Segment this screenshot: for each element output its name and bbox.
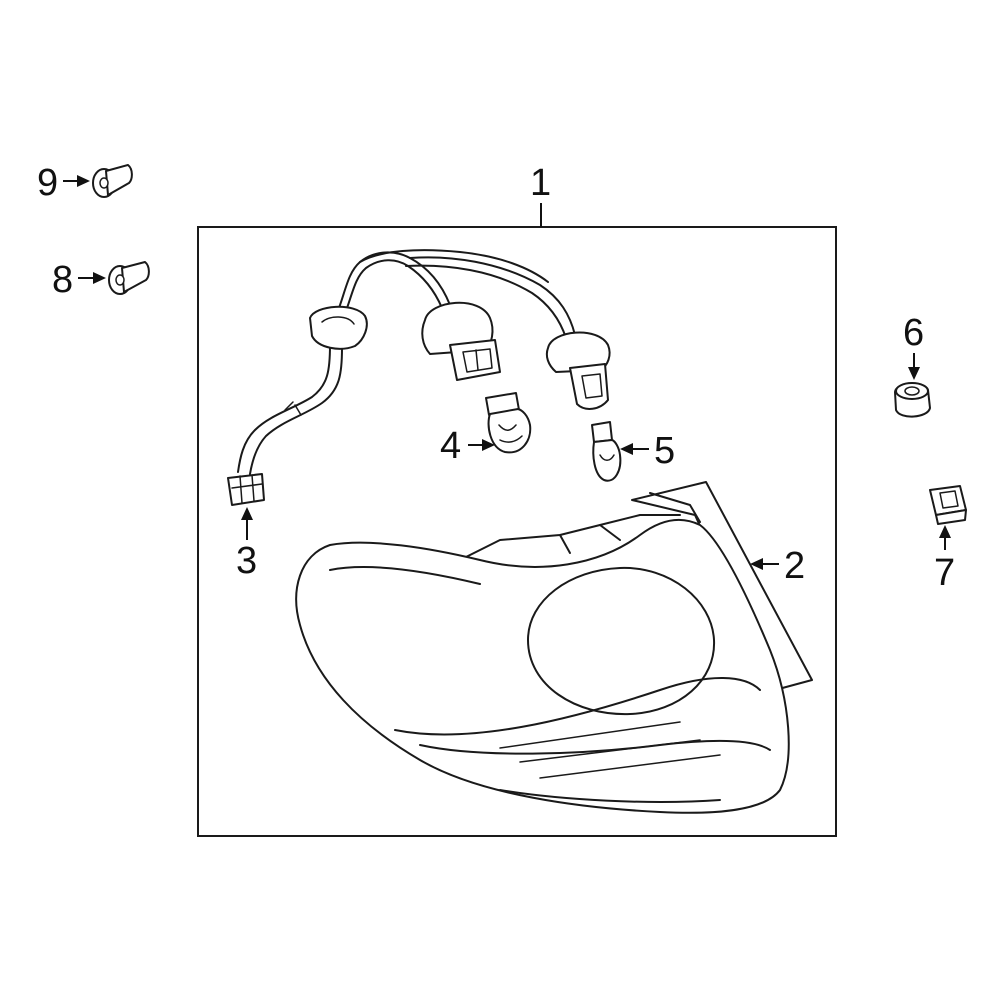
callout-6[interactable]: 6 — [903, 312, 924, 380]
callout-1[interactable]: 1 — [530, 162, 551, 227]
callout-5[interactable]: 5 — [620, 430, 675, 472]
tail-lamp-housing — [295, 481, 813, 814]
callout-9-label: 9 — [37, 162, 58, 204]
callout-2-label: 2 — [784, 545, 805, 587]
callout-8[interactable]: 8 — [52, 259, 106, 301]
clip-7 — [929, 485, 967, 525]
assembly-frame — [197, 226, 837, 837]
callout-1-label: 1 — [530, 162, 551, 204]
callout-3-label: 3 — [236, 540, 257, 582]
wiring-harness — [227, 249, 611, 506]
rivet-9 — [92, 164, 133, 198]
callout-9[interactable]: 9 — [37, 162, 90, 204]
callout-2[interactable]: 2 — [750, 545, 805, 587]
bulb-5 — [591, 421, 622, 482]
callout-6-label: 6 — [903, 312, 924, 354]
callout-8-label: 8 — [52, 259, 73, 301]
grommet-6 — [894, 382, 931, 418]
callout-7-label: 7 — [934, 552, 955, 594]
callout-7[interactable]: 7 — [934, 525, 955, 594]
callout-3[interactable]: 3 — [236, 507, 257, 582]
rivet-8 — [108, 261, 150, 295]
bulb-4 — [485, 392, 532, 454]
callout-4-label: 4 — [440, 425, 461, 467]
callout-5-label: 5 — [654, 430, 675, 472]
callout-4[interactable]: 4 — [440, 425, 495, 467]
